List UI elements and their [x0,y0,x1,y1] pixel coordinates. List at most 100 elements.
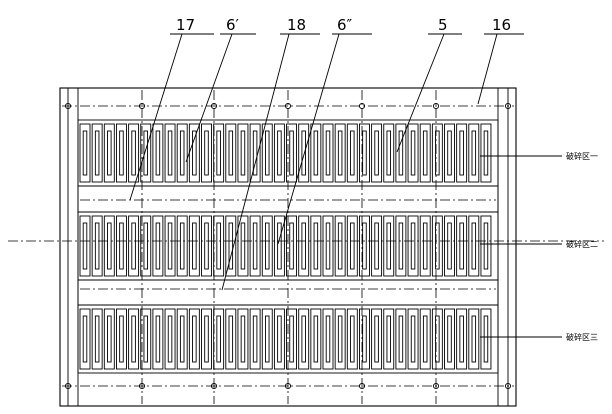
tooth-outer [273,215,285,277]
tooth-outer [456,308,468,370]
bolt-hole-1-3 [210,102,218,110]
tooth-outer [383,123,395,183]
tooth-slot [325,130,331,176]
tooth-slot [422,315,428,363]
tooth-outer [273,123,285,183]
zone-label-1: 破碎区一 [566,151,598,161]
tooth-outer [103,308,115,370]
tooth-slot [265,222,270,270]
bolt-hole-2-2 [138,382,146,390]
tooth-slot [374,222,379,270]
tooth-outer [213,215,225,277]
bolt-hole-2-7 [504,382,512,390]
tooth-outer [310,215,322,277]
bolt-hole-1-5 [358,102,366,110]
tooth-outer [431,215,443,277]
tooth-slot [422,222,428,270]
tooth-outer [176,215,188,277]
tooth-slot [471,222,477,270]
tooth-outer [444,308,455,370]
tooth-slot [386,315,392,363]
tooth-outer [103,215,115,277]
tooth-slot [265,315,270,363]
tooth-outer [152,308,164,370]
tooth-slot [398,130,404,176]
tooth-slot [362,315,367,363]
tooth-slot [265,130,270,176]
tooth-slot [192,222,197,270]
tooth-slot [374,315,379,363]
tooth-outer [176,123,188,183]
tooth-slot [471,130,477,176]
tooth-outer [480,123,492,183]
label-6-prime: 6′ [226,16,240,34]
tooth-outer [140,215,152,277]
bolt-hole-1-2 [138,102,146,110]
tooth-slot [435,222,440,270]
tooth-outer [407,215,419,277]
tooth-outer [128,123,140,183]
tooth-outer [188,123,200,183]
tooth-outer [419,123,431,183]
tooth-slot [204,315,209,363]
tooth-slot [240,222,246,270]
tooth-outer [152,215,164,277]
tooth-slot [471,315,477,363]
tooth-slot [155,130,161,176]
bolt-hole-2-4 [284,382,292,390]
tooth-outer [444,123,455,183]
label-6-double-prime: 6″ [337,16,353,34]
tooth-slot [337,222,343,270]
tooth-outer [480,215,492,277]
tooth-slot [362,130,367,176]
tooth-slot [313,222,319,270]
tooth-outer [371,215,383,277]
tooth-outer [176,308,188,370]
label-18: 18 [287,16,306,34]
tooth-slot [386,130,392,176]
tooth-slot [204,130,209,176]
leader-17 [129,33,183,201]
tooth-outer [286,215,297,277]
tooth-slot [435,315,440,363]
tooth-outer [188,308,200,370]
tooth-slot [143,130,148,176]
tooth-outer [298,308,310,370]
bolt-hole-2-3 [210,382,218,390]
tooth-slot [82,315,88,363]
tooth-slot [277,315,282,363]
bolt-hole-1-7 [504,102,512,110]
tooth-outer [91,308,103,370]
tooth-slot [240,315,246,363]
tooth-slot [119,130,124,176]
tooth-outer [273,308,285,370]
tooth-outer [431,123,443,183]
tooth-outer [249,215,261,277]
tooth-outer [456,123,468,183]
tooth-outer [419,308,431,370]
tooth-outer [91,215,103,277]
tooth-outer [237,123,249,183]
tooth-slot [398,222,404,270]
tooth-outer [115,215,127,277]
tooth-slot [179,130,185,176]
tooth-outer [468,308,480,370]
tooth-outer [103,123,115,183]
tooth-outer [201,308,212,370]
tooth-outer [164,215,176,277]
zone-label-2: 破碎区二 [566,239,598,249]
leader-6pp [277,33,340,245]
tooth-outer [237,215,249,277]
tooth-outer [128,215,140,277]
tooth-slot [362,222,367,270]
tooth-outer [310,123,322,183]
tooth-slot [301,130,306,176]
tooth-outer [128,308,140,370]
tooth-outer [115,308,127,370]
tooth-slot [483,130,489,176]
tooth-outer [225,123,237,183]
tooth-outer [383,308,395,370]
tooth-slot [459,130,464,176]
bolt-hole-1-1 [64,102,72,110]
